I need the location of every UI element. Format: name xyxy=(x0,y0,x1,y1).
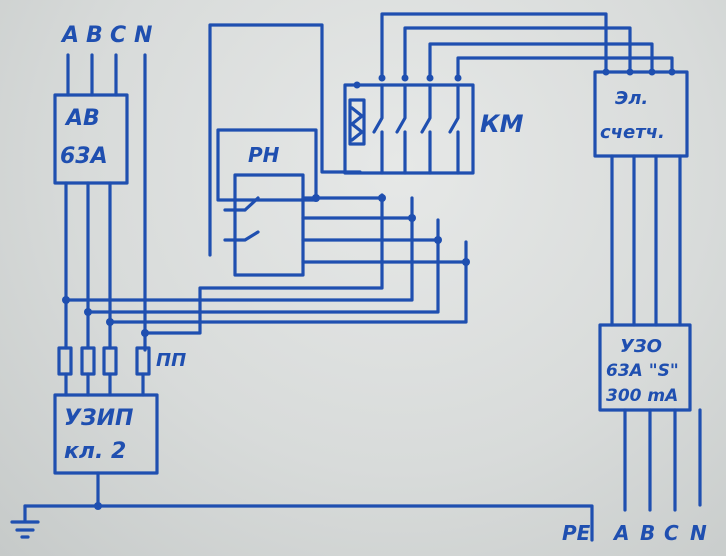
input-label-c: C xyxy=(110,23,126,48)
breaker-label-line1: АВ xyxy=(64,106,100,131)
fuse-output-wires xyxy=(64,372,145,397)
tap-neutral xyxy=(143,193,384,335)
meter-box xyxy=(593,70,689,158)
relay-control-wire xyxy=(208,23,362,257)
input-label-a: A xyxy=(60,23,79,48)
contactor-contacts xyxy=(372,83,460,175)
tap-phase-b xyxy=(86,218,440,314)
output-label-a: A xyxy=(612,521,629,545)
junction-dot xyxy=(62,296,70,304)
fuse-b xyxy=(80,346,96,376)
relay-label: РН xyxy=(248,143,280,167)
rcd-label-line1: УЗО xyxy=(620,336,662,357)
rcd-label-line2: 63А "S" xyxy=(606,361,679,381)
fuses-label: ПП xyxy=(156,350,186,371)
contactor-label: КМ xyxy=(480,110,524,138)
meter-label-line1: Эл. xyxy=(615,88,648,109)
fuse-c xyxy=(102,346,118,376)
rcd-box xyxy=(598,323,692,412)
output-label-n: N xyxy=(690,521,707,545)
terminal-dot xyxy=(353,81,361,89)
fuse-n xyxy=(135,346,151,376)
spd-box xyxy=(53,393,159,475)
input-label-n: N xyxy=(134,23,152,48)
breaker-box xyxy=(53,93,129,185)
relay-contact-symbol xyxy=(223,196,260,242)
relay-wires xyxy=(301,196,468,264)
output-label-c: C xyxy=(664,521,679,545)
tap-phase-a xyxy=(64,196,414,302)
spd-label-line2: кл. 2 xyxy=(64,439,126,464)
km-meter-wire-4 xyxy=(456,56,674,80)
breaker-label-line2: 63А xyxy=(60,144,108,169)
meter-rcd-wires xyxy=(610,154,682,327)
contactor-coil xyxy=(348,98,366,146)
relay-inner-box xyxy=(233,173,305,277)
junction-dot xyxy=(141,329,149,337)
output-label-b: B xyxy=(640,521,655,545)
input-wires xyxy=(66,53,147,352)
fuse-a xyxy=(57,346,73,376)
output-wires xyxy=(623,408,702,512)
junction-dot xyxy=(106,318,114,326)
breaker-output-wires xyxy=(64,181,112,350)
ground-icon xyxy=(10,504,40,539)
relay-outer-box xyxy=(216,128,318,202)
junction-dot xyxy=(312,194,320,202)
pe-bus xyxy=(23,471,594,542)
output-label-pe: PE xyxy=(562,521,591,545)
junction-dot xyxy=(84,308,92,316)
junction-dot xyxy=(434,236,442,244)
km-meter-wire-2 xyxy=(403,26,632,80)
tap-phase-c xyxy=(108,240,468,324)
junction-dot xyxy=(378,194,386,202)
coil-winding xyxy=(350,106,364,142)
rcd-label-line3: 300 mA xyxy=(606,386,678,406)
meter-label-line2: счетч. xyxy=(600,122,665,143)
km-meter-wire-1 xyxy=(380,12,608,80)
spd-label-line1: УЗИП xyxy=(64,406,133,431)
input-label-b: B xyxy=(86,23,103,48)
junction-dot xyxy=(462,258,470,266)
junction-dot xyxy=(94,502,102,510)
junction-dot xyxy=(408,214,416,222)
contactor-box xyxy=(343,83,475,175)
